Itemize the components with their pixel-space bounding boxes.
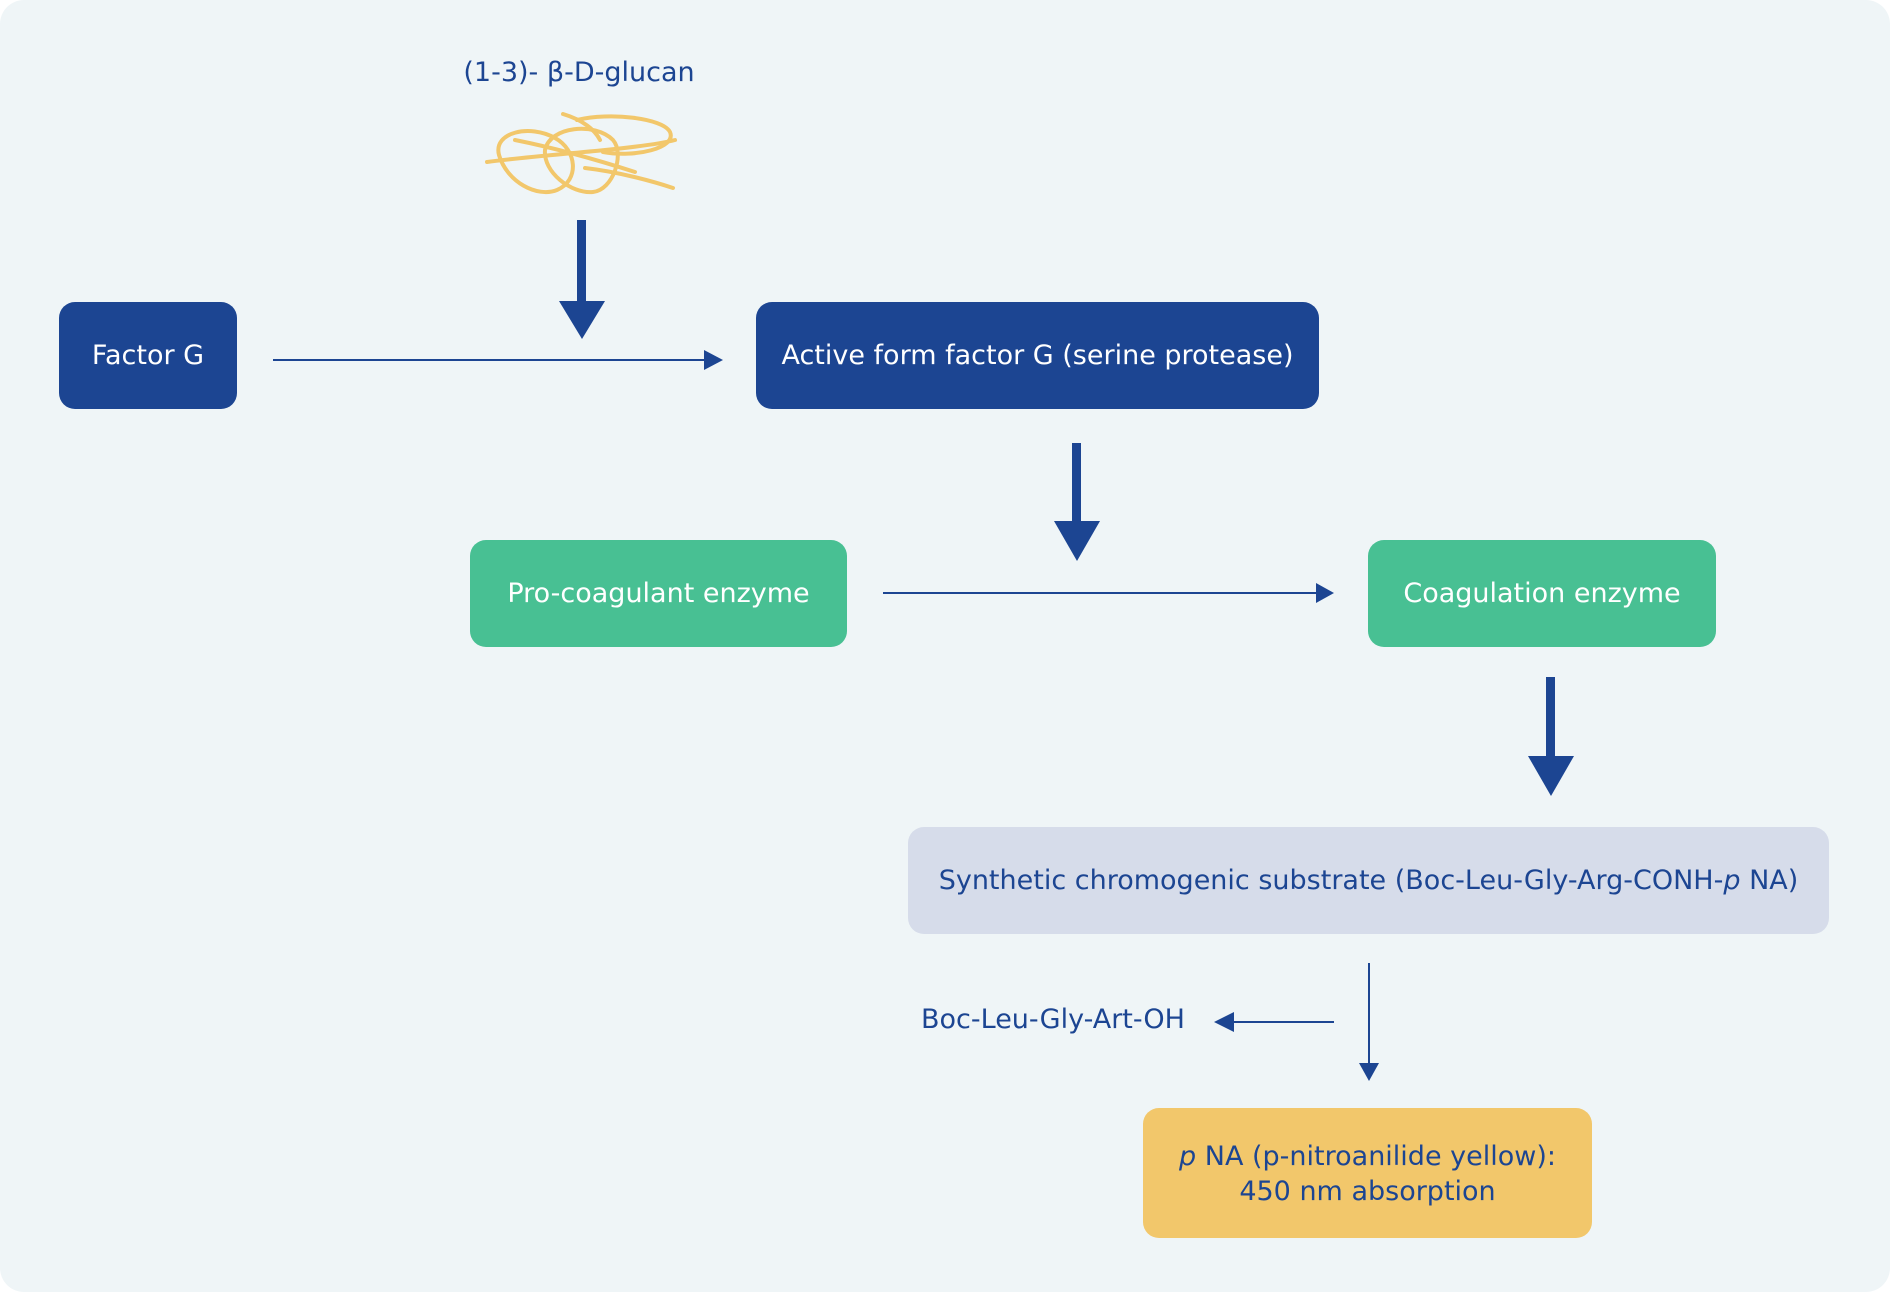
- glucan-activation-arrow: [559, 220, 605, 339]
- glucan-strand-icon: [485, 112, 677, 195]
- byproduct-label: Boc-Leu-Gly-Art-OH: [921, 1004, 1185, 1035]
- coagulation-enzyme-node: Coagulation enzyme: [1368, 540, 1716, 647]
- pro-coagulant-enzyme-node: Pro-coagulant enzyme: [470, 540, 847, 647]
- pna-text-p: p: [1179, 1140, 1197, 1172]
- pro-to-coagulation-arrow: [883, 583, 1334, 603]
- byproduct-arrow: [1214, 1012, 1334, 1032]
- pna-text-line1: NA (p-nitroanilide yellow):: [1196, 1140, 1556, 1172]
- pna-product-node: p NA (p-nitroanilide yellow): 450 nm abs…: [1143, 1108, 1592, 1238]
- substrate-text-prefix: Synthetic chromogenic substrate (Boc-Leu…: [938, 864, 1724, 896]
- active-factor-down-arrow: [1054, 443, 1100, 561]
- substrate-text-p: p: [1723, 864, 1741, 896]
- glucan-label: (1-3)- β-D-glucan: [463, 57, 695, 88]
- pna-line-2: 450 nm absorption: [1239, 1176, 1496, 1207]
- coagulation-down-arrow: [1528, 677, 1574, 796]
- factor-g-to-active-arrow: [273, 350, 723, 370]
- factor-g-node: Factor G: [59, 302, 237, 409]
- chromogenic-substrate-node: Synthetic chromogenic substrate (Boc-Leu…: [908, 827, 1829, 934]
- substrate-to-pna-arrow: [1359, 963, 1379, 1081]
- substrate-text-suffix: NA): [1740, 864, 1799, 896]
- pna-line-1: p NA (p-nitroanilide yellow):: [1179, 1139, 1556, 1174]
- active-factor-g-node: Active form factor G (serine protease): [756, 302, 1319, 409]
